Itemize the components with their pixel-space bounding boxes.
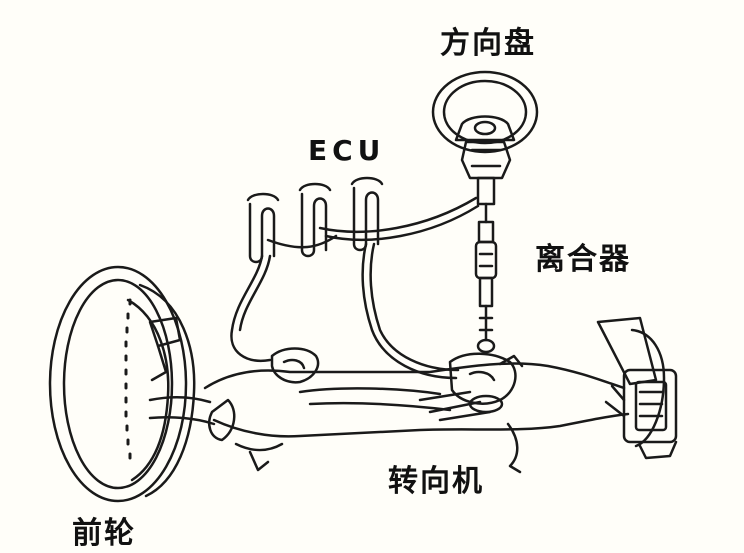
steering-column <box>462 142 510 352</box>
steering-wheel-label: 方向盘 <box>440 26 536 61</box>
assist-motor <box>272 349 522 413</box>
front-wheel-label: 前轮 <box>72 516 136 551</box>
wiring-harness <box>231 198 478 378</box>
right-wheel-hub <box>598 318 676 458</box>
steering-gear-housing <box>205 364 628 472</box>
steering-wheel <box>433 72 537 152</box>
steering-knuckle <box>150 318 214 424</box>
clutch-label: 离合器 <box>535 242 631 277</box>
steering-gear-label: 转向机 <box>388 464 484 499</box>
front-wheel-tire <box>50 267 194 501</box>
ecu-connectors <box>248 178 382 262</box>
ecu-label: ECU <box>308 134 386 167</box>
